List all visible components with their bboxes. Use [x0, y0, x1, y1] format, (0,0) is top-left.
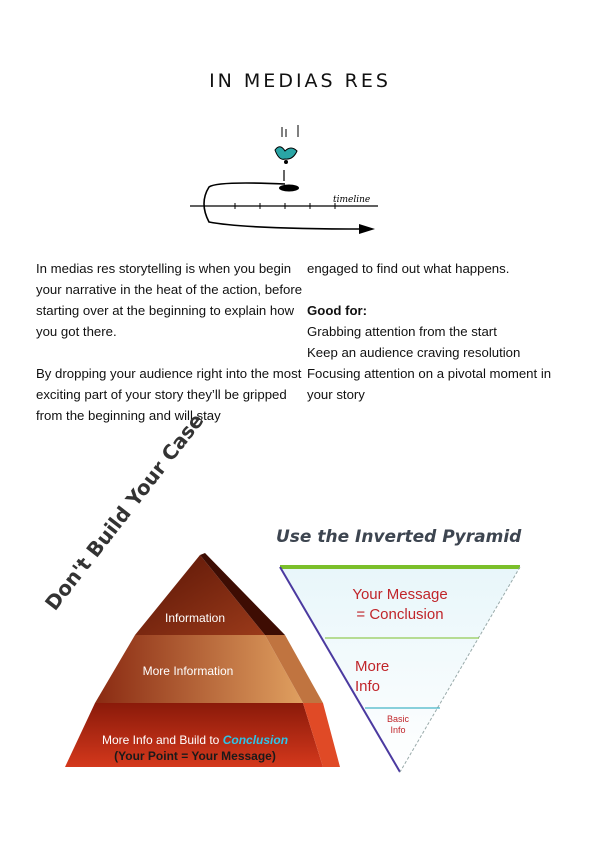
your-point-label: (Your Point = Your Message)	[114, 749, 276, 763]
inverted-pyramid	[279, 565, 521, 773]
right-column: engaged to find out what happens. Good f…	[307, 258, 575, 405]
page-title: IN MEDIAS RES	[209, 70, 391, 92]
inverted-pyramid-body	[280, 567, 520, 772]
left-column: In medias res storytelling is when you b…	[36, 258, 304, 447]
pyramid-tier-bottom-side	[303, 703, 340, 767]
good-for-item: Focusing attention on a pivotal moment i…	[307, 366, 552, 402]
timeline-drawing: timeline	[190, 170, 378, 234]
in-medias-res-sketch: timeline	[190, 125, 378, 234]
inverted-tier-more-info: More Info	[355, 657, 410, 697]
good-for-heading: Good for:	[307, 303, 368, 318]
pyramid-tier-middle	[95, 635, 303, 703]
tier-label-information: Information	[164, 611, 226, 625]
pyramid-tier-top-side	[200, 553, 285, 635]
falling-figure-icon	[274, 125, 299, 164]
your-message-label: Your Message	[352, 586, 448, 603]
conclusion-label: = Conclusion	[356, 606, 444, 623]
tier-label-conclusion-main: More Info and Build to	[101, 733, 223, 747]
timeline-label: timeline	[333, 195, 370, 205]
tier-label-more-information: More Information	[142, 664, 234, 678]
build-your-case-pyramid	[65, 553, 340, 767]
good-for-item: Keep an audience craving resolution	[307, 345, 521, 360]
pyramid-tier-top	[135, 555, 265, 635]
conclusion-emphasis: Conclusion	[222, 733, 289, 747]
more-label: More	[355, 658, 390, 675]
inverted-tier-your-message: Your Message = Conclusion	[325, 585, 475, 625]
inverted-pyramid-title: Use the Inverted Pyramid	[276, 527, 522, 547]
good-for-item: Grabbing attention from the start	[307, 324, 497, 339]
basic-label: Basic	[386, 714, 409, 724]
dropping-paragraph: By dropping your audience right into the…	[36, 366, 302, 423]
good-for-list: Grabbing attention from the start Keep a…	[307, 321, 575, 405]
pyramid-tier-middle-side	[265, 635, 323, 703]
info-label: Info	[355, 678, 381, 695]
pyramid-tier-bottom	[65, 703, 323, 767]
intro-paragraph: In medias res storytelling is when you b…	[36, 261, 303, 339]
inverted-tier-basic-info: Basic Info	[378, 714, 418, 736]
tier-label-conclusion: More Info and Build to Conclusion (Your …	[80, 733, 310, 763]
basic-info-label: Info	[390, 725, 406, 735]
continuation-text: engaged to find out what happens.	[307, 261, 510, 276]
